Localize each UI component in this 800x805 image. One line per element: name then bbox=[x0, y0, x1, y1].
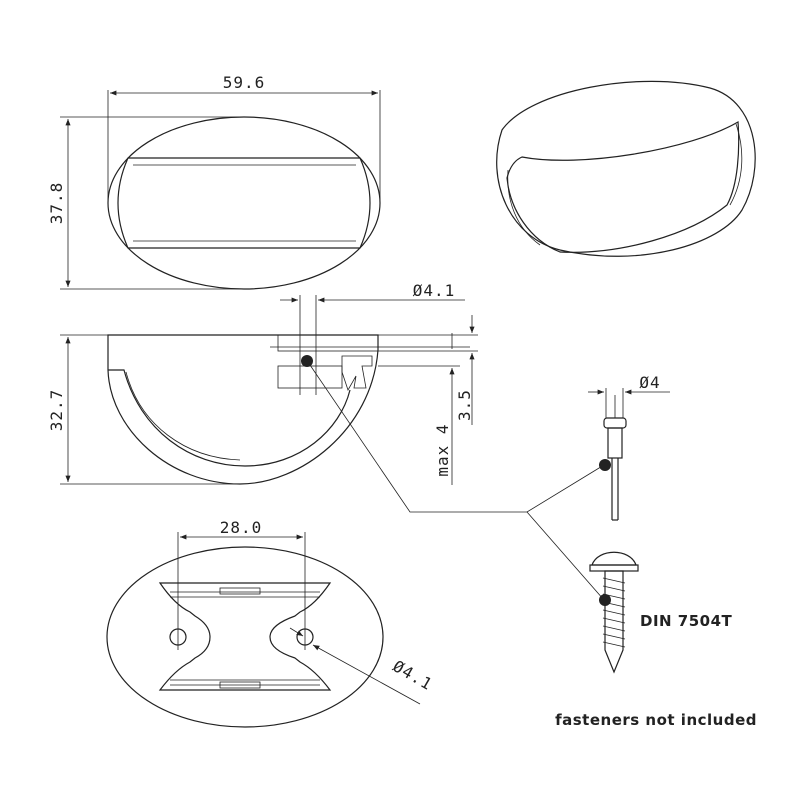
hole-diameter-bottom-label: Ø4.1 bbox=[390, 656, 436, 694]
side-outer-shell bbox=[107, 334, 379, 485]
hole-spacing-label: 28.0 bbox=[220, 518, 263, 537]
fastener-marker-rivet bbox=[599, 459, 611, 471]
hole-diameter-top-label: Ø4.1 bbox=[413, 281, 456, 300]
rivet-diameter-label: Ø4 bbox=[639, 373, 660, 392]
perspective-lens bbox=[506, 120, 740, 253]
width-label: 59.6 bbox=[223, 73, 266, 92]
perspective-view bbox=[496, 80, 756, 257]
back-mount-outline bbox=[158, 582, 332, 691]
side-section-view: Ø4.1 3.5 max 4 32.7 bbox=[47, 281, 478, 485]
fasteners-note: fasteners not included bbox=[555, 711, 757, 729]
panel-thickness-label: 3.5 bbox=[455, 389, 474, 421]
leader-lines bbox=[309, 364, 605, 601]
screw-illustration: DIN 7504T bbox=[589, 551, 733, 674]
front-view: 59.6 37.8 bbox=[47, 73, 381, 290]
fastener-marker-side bbox=[301, 355, 313, 367]
front-lens-outline bbox=[117, 157, 371, 249]
fastener-marker-screw bbox=[599, 594, 611, 606]
side-inner-shell bbox=[108, 369, 351, 467]
front-lens-lines bbox=[133, 164, 356, 242]
depth-label: 32.7 bbox=[47, 389, 66, 432]
perspective-body bbox=[496, 80, 756, 257]
mount-flange-hatch bbox=[277, 334, 379, 352]
screw-standard-label: DIN 7504T bbox=[640, 612, 733, 630]
rivet-illustration: Ø4 bbox=[588, 373, 670, 521]
panel-hatch bbox=[277, 365, 343, 389]
back-view: 28.0 Ø4.1 bbox=[106, 518, 436, 728]
clip-hatch bbox=[341, 355, 373, 391]
height-label: 37.8 bbox=[47, 182, 66, 225]
front-outer-ellipse bbox=[107, 116, 381, 290]
max-thickness-label: max 4 bbox=[433, 423, 452, 476]
back-outer-ellipse bbox=[106, 546, 384, 728]
